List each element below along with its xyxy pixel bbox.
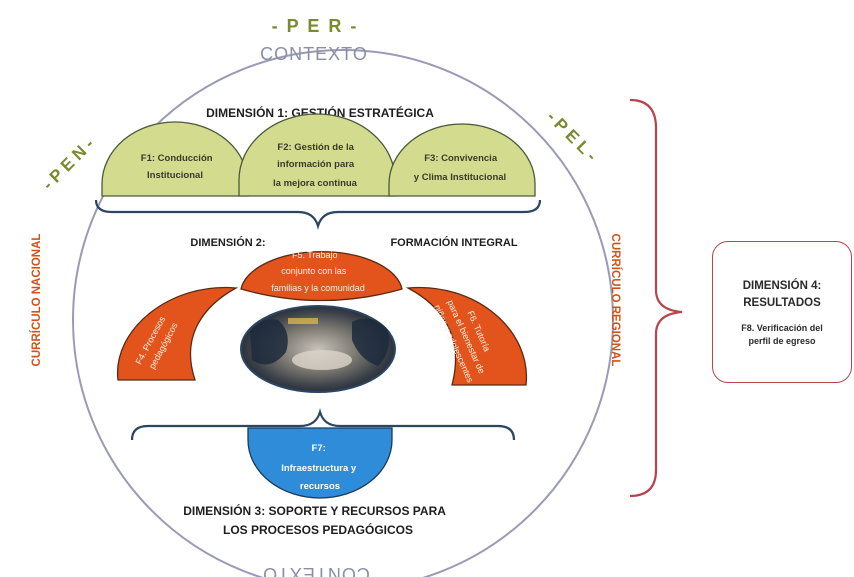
dimension4-title: DIMENSIÓN 4: RESULTADOS — [713, 278, 851, 312]
f5-line: F5. Trabajo — [292, 250, 338, 260]
contexto-top-label: CONTEXTO — [260, 44, 368, 64]
f5-label: F5. Trabajo conjunto con las familias y … — [271, 250, 365, 293]
f6-shape — [405, 286, 528, 386]
dimension3-title-line: DIMENSIÓN 3: SOPORTE Y RECURSOS PARA — [183, 503, 446, 518]
dimension2-title-left: DIMENSIÓN 2: — [190, 236, 265, 249]
f5-line: conjunto con las — [281, 266, 347, 276]
dimension4-title-line: DIMENSIÓN 4: — [742, 280, 822, 292]
f7-dome — [247, 427, 393, 499]
f8-line: F8. Verificación del — [741, 323, 823, 333]
f8-line: perfil de egreso — [748, 336, 816, 346]
dimension4-box: DIMENSIÓN 4: RESULTADOS F8. Verificación… — [712, 241, 852, 383]
photo-figure-left — [250, 319, 288, 365]
f2-line: F2: Gestión de la — [277, 142, 354, 153]
f2-line: la mejora continua — [273, 178, 358, 189]
photo-highlight — [288, 318, 318, 324]
f7-line: F7: — [312, 443, 326, 454]
f2-label: F2: Gestión de la información para la me… — [273, 142, 358, 189]
dimension1-brace — [94, 199, 542, 230]
f3-line: y Clima Institucional — [414, 172, 506, 183]
dimension3-title: DIMENSIÓN 3: SOPORTE Y RECURSOS PARA LOS… — [183, 503, 449, 537]
f3-label: F3: Convivencia y Clima Institucional — [414, 153, 506, 183]
f1-line: F1: Conducción — [141, 153, 213, 164]
context-circle — [72, 49, 614, 577]
f1-line: Institucional — [147, 170, 203, 181]
f7-line: recursos — [300, 481, 340, 492]
dimension2-title-right: FORMACIÓN INTEGRAL — [390, 236, 517, 249]
photo-table — [292, 350, 352, 370]
dimension4-title-line: RESULTADOS — [743, 297, 821, 309]
f3-line: F3: Convivencia — [424, 153, 498, 164]
f3-dome — [388, 123, 536, 197]
curriculo-regional-label: CURRÍCULO REGIONAL — [609, 234, 622, 367]
dimension3-brace — [130, 408, 516, 441]
curriculo-nacional-label: CURRÍCULO NACIONAL — [30, 234, 43, 367]
f4-shape — [117, 286, 239, 381]
f7-line: Infraestructura y — [281, 463, 357, 474]
f5-line: familias y la comunidad — [271, 283, 365, 293]
pel-label: - P E L - — [543, 107, 601, 165]
f2-dome — [238, 113, 396, 197]
dimension4-brace — [629, 98, 683, 498]
f5-shape — [240, 251, 403, 302]
f7-label: F7: Infraestructura y recursos — [281, 443, 359, 492]
f8-label: F8. Verificación del perfil de egreso — [713, 322, 851, 348]
photo-figure-right — [352, 318, 389, 366]
pen-label: - P E N - — [38, 134, 97, 193]
dimension3-title-line: LOS PROCESOS PEDAGÓGICOS — [223, 522, 413, 537]
f2-line: información para — [277, 159, 355, 170]
contexto-bottom-label: CONTEXTO — [262, 564, 370, 577]
f1-label: F1: Conducción Institucional — [141, 153, 215, 181]
per-label: - P E R - — [272, 16, 359, 36]
dimension1-title: DIMENSIÓN 1: GESTIÓN ESTRATÉGICA — [206, 105, 434, 120]
